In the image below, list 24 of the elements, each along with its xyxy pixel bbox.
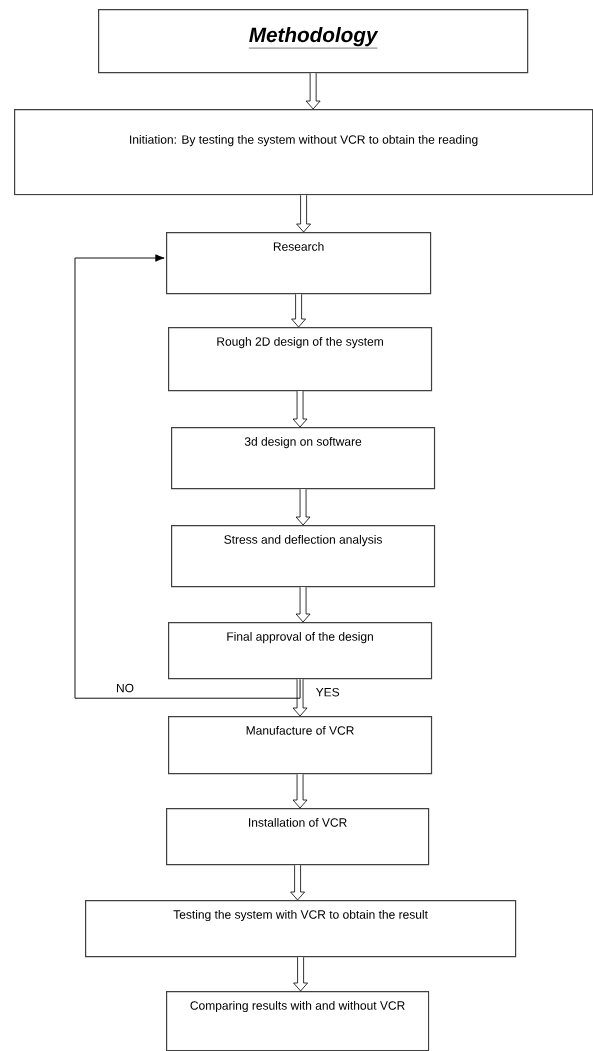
arrow bbox=[74, 254, 301, 699]
process-box: Rough 2D design of the system bbox=[168, 327, 433, 392]
process-box: Installation of VCR bbox=[166, 808, 430, 866]
block-arrow bbox=[292, 390, 308, 428]
process-box: Comparing results with and without VCR bbox=[166, 991, 430, 1051]
block-arrow bbox=[292, 678, 308, 717]
block-arrow bbox=[292, 773, 308, 809]
process-box: 3d design on software bbox=[171, 427, 436, 490]
block-arrow bbox=[296, 194, 311, 233]
edge-label: NO bbox=[117, 683, 134, 693]
block-arrow bbox=[305, 72, 321, 110]
title-box: Methodology bbox=[98, 9, 529, 74]
process-box: Research bbox=[166, 232, 432, 295]
block-arrow bbox=[293, 956, 308, 992]
block-arrow bbox=[290, 864, 305, 901]
process-box: Stress and deflection analysis bbox=[171, 525, 436, 588]
process-box: Final approval of the design bbox=[168, 622, 433, 680]
block-arrow bbox=[295, 586, 311, 623]
process-box: Initiation: By testing the system without VCR to obtain the reading bbox=[14, 109, 593, 196]
edge-label: YES bbox=[315, 687, 340, 697]
process-box: Testing the system with VCR to obtain the result bbox=[85, 900, 517, 958]
block-arrow bbox=[295, 488, 311, 526]
process-box: Manufacture of VCR bbox=[168, 716, 433, 775]
block-arrow bbox=[291, 293, 306, 328]
